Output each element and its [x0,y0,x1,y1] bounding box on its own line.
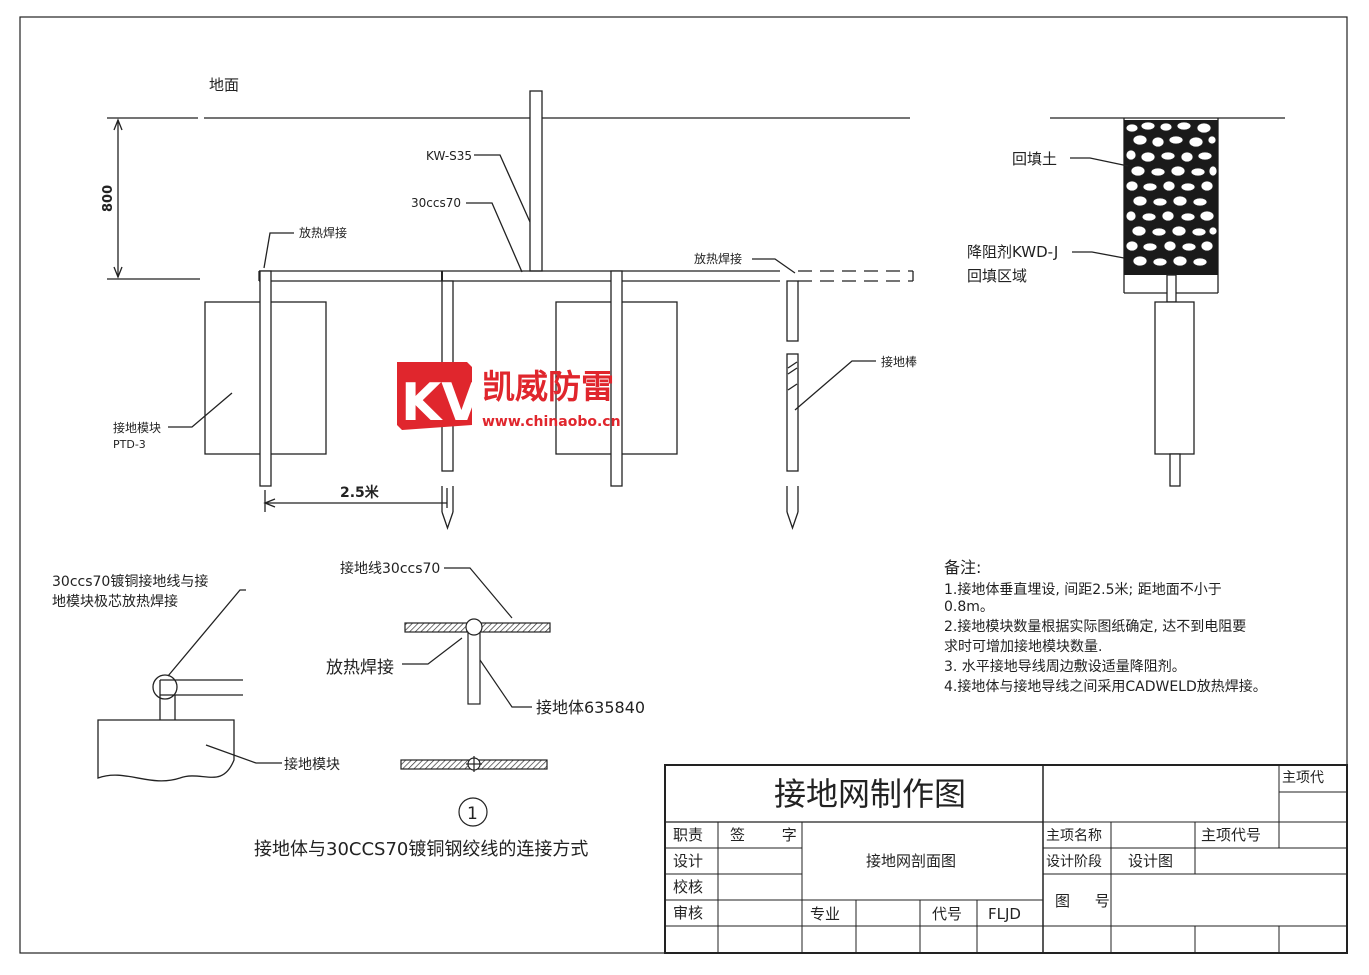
detail-module-label: 接地模块 [284,756,340,773]
backfill-view [1050,117,1285,487]
detail-number-circle [458,797,488,827]
title-block-tuhao: 图 号 [1055,892,1120,910]
brand-name: 凯威防雷 [482,367,614,406]
title-block-drawing-name: 接地网剖面图 [866,852,956,870]
title-block-daihao: 代号 [932,905,962,923]
reducer-label-1: 降阻剂KWD-J [967,243,1058,261]
ground-rod-2 [786,280,799,342]
weld-circle [152,674,178,700]
cable-30ccs70-label: 30ccs70 [411,196,461,210]
note-line-4: 求时可增加接地模块数量. [944,638,1102,655]
watermark-logo: KV 凯威防雷 www.chinaobo.cn [397,362,621,433]
title-block-zhuxiang-dai: 主项代 [1282,770,1324,786]
title-block [664,764,1348,954]
detail-left [97,589,282,782]
reducer-label-2: 回填区域 [967,267,1027,285]
title-block-sheji: 设计 [673,852,703,870]
detail-caption: 接地体与30CCS70镀铜钢绞线的连接方式 [254,839,588,860]
logo-mark: KV [401,373,482,433]
exo-weld-label-right: 放热焊接 [694,251,742,266]
title-block-zhize: 职责 [673,826,703,844]
module-name-label: 接地模块 [113,420,161,435]
title-block-zhuxiang-mingcheng: 主项名称 [1046,828,1102,844]
kw-s35-rod [529,90,543,272]
detail-left-label-2: 地模块极芯放热焊接 [52,593,178,610]
kw-s35-label: KW-S35 [426,149,472,163]
brand-url: www.chinaobo.cn [482,414,621,430]
detail-center [400,567,551,827]
title-block-sheji-jieduan: 设计阶段 [1046,854,1102,870]
note-line-1: 1.接地体垂直埋设, 间距2.5米; 距地面不小于 [944,581,1222,598]
title-block-shenhe: 审核 [673,904,703,922]
notes-title: 备注: [944,558,981,577]
ground-label: 地面 [209,76,239,94]
note-line-5: 3. 水平接地导线周边敷设适量降阻剂。 [944,658,1186,675]
title-block-daihao-value: FLJD [988,905,1021,923]
detail-left-label-1: 30ccs70镀铜接地线与接 [52,573,208,590]
note-line-2: 0.8m。 [944,599,994,615]
title-block-main-title: 接地网制作图 [774,775,966,813]
detail-weld-label: 放热焊接 [326,658,394,678]
backfill-soil-label: 回填土 [1012,150,1057,168]
exo-weld-label-left: 放热焊接 [299,225,347,240]
title-block-sheji-jieduan-value: 设计图 [1128,852,1173,870]
ground-rod-label: 接地棒 [881,354,917,369]
detail-number: 1 [467,804,478,824]
detail-electrode-label: 接地体635840 [536,698,645,717]
title-block-jiaohe: 校核 [673,878,703,896]
module-model-label: PTD-3 [113,438,146,451]
note-line-3: 2.接地模块数量根据实际图纸确定, 达不到电阻要 [944,618,1246,635]
note-line-6: 4.接地体与接地导线之间采用CADWELD放热焊接。 [944,678,1267,695]
title-block-qianzi: 签 字 [730,826,813,844]
detail-module [97,719,235,782]
depth-value: 800 [101,185,116,212]
title-block-zhuanye: 专业 [810,905,840,923]
detail-cable-label: 接地线30ccs70 [340,560,440,577]
spacing-label: 2.5米 [340,484,380,501]
backfill-module [1154,301,1195,455]
section-view [107,90,914,530]
title-block-zhuxiang-daihao: 主项代号 [1201,826,1261,844]
